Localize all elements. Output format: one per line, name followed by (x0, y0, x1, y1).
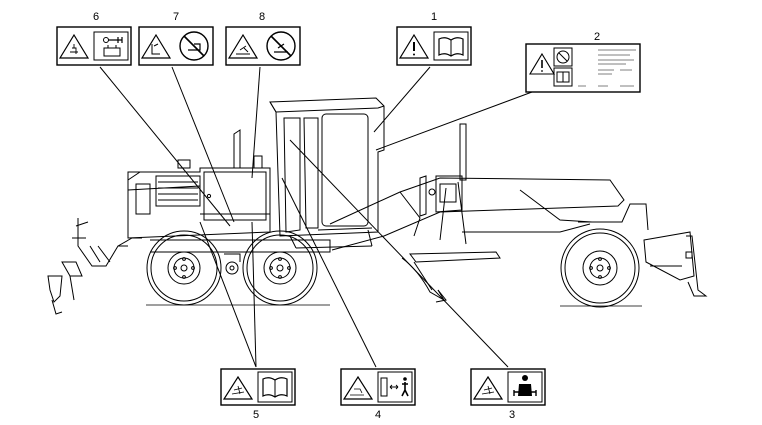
front-push-blade (643, 231, 708, 297)
decal-callout-8: 8 (225, 11, 301, 66)
manual-book-icon (257, 371, 293, 403)
manual-book-icon (433, 31, 469, 61)
leader-line-4 (281, 177, 377, 368)
engine-enclosure (127, 129, 271, 239)
decal-callout-3: 3 (470, 368, 546, 421)
callout-number-3: 3 (509, 409, 515, 421)
keep-distance-icon (377, 371, 413, 403)
decal-callout-1: 1 (396, 11, 472, 66)
crush-hazard-icon (222, 375, 254, 400)
no-step-icon (266, 31, 296, 61)
callout-number-8: 8 (259, 11, 265, 23)
warning-triangle-icon (398, 33, 430, 59)
crush-hazard-icon (472, 375, 504, 400)
rear-wheel-left (146, 230, 222, 306)
leader-lines (99, 66, 533, 368)
leader-line-5a (199, 221, 257, 368)
callout-number-1: 1 (431, 11, 437, 23)
callout-number-4: 4 (375, 409, 381, 421)
motor-grader-illustration (47, 97, 708, 315)
fall-hazard-icon (140, 33, 172, 59)
slip-hazard-icon (227, 33, 259, 59)
leader-line-2 (375, 91, 533, 151)
battery-jumper-icon (93, 31, 129, 61)
front-wheel (560, 203, 649, 308)
leader-line-8 (251, 66, 261, 179)
decal-callout-4: 4 (340, 368, 416, 421)
operator-cab (269, 97, 385, 249)
warning-triangle-icon (529, 52, 555, 75)
decal-callout-7: 7 (138, 11, 214, 66)
tandem-housing (150, 239, 331, 275)
leader-line-1 (373, 66, 431, 133)
decal-callout-5: 5 (220, 368, 296, 421)
decal-callout-6: 6 (56, 11, 132, 66)
manual-book-icon (553, 67, 573, 87)
leader-line-5b (251, 221, 257, 368)
moldboard-blade (401, 251, 501, 303)
leader-line-6 (99, 66, 231, 227)
main-frame (329, 123, 625, 251)
no-step-icon (179, 31, 209, 61)
decal-callout-2: 2 (525, 31, 641, 93)
callout-number-7: 7 (173, 11, 179, 23)
seatbelt-operator-icon (507, 371, 543, 403)
callout-number-2: 2 (594, 31, 600, 43)
ground-line (146, 304, 642, 307)
leader-line-3 (289, 139, 509, 368)
explosion-hazard-icon (58, 33, 90, 59)
no-hands-icon (553, 47, 573, 67)
run-over-hazard-icon (342, 375, 374, 400)
info-text-block (578, 49, 636, 87)
callout-number-5: 5 (253, 409, 259, 421)
callout-number-6: 6 (93, 11, 99, 23)
leader-line-7 (171, 66, 235, 223)
